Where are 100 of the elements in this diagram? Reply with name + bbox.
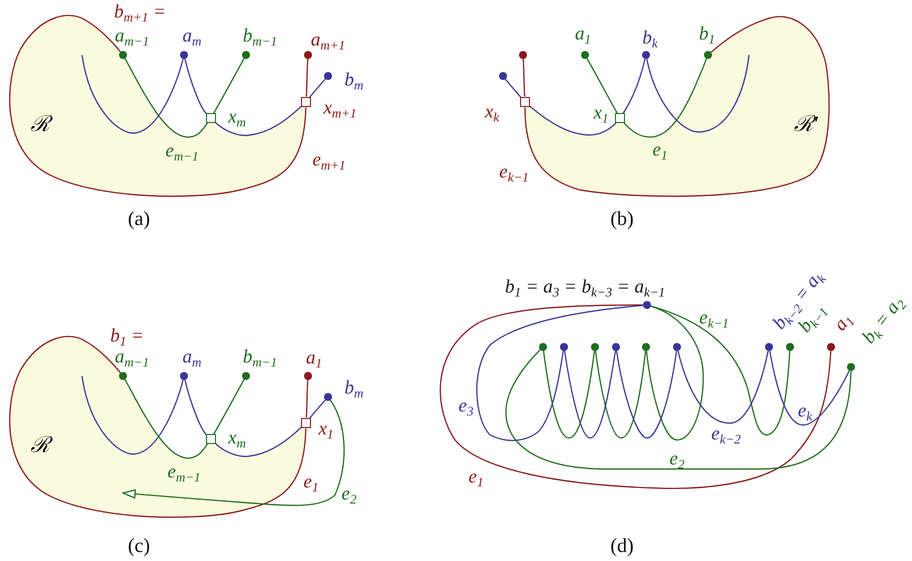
curve [81, 54, 184, 134]
curve [213, 379, 245, 435]
vertex-dot [242, 372, 250, 380]
vertex-dot [242, 51, 250, 59]
region-label: ℛ′ [794, 113, 818, 135]
vertex-dot [324, 393, 332, 401]
curve [124, 58, 208, 138]
vertex-dot [119, 372, 127, 380]
vertex-dot [519, 51, 527, 59]
curve [440, 304, 832, 489]
panel-label: (c) [128, 536, 150, 556]
edge-label: e$_{k−2}$ [711, 424, 741, 444]
curve [81, 376, 184, 455]
vertex-label: a$_{m}$ [182, 26, 202, 46]
vertex-dot [642, 51, 650, 59]
vertex-dot [612, 343, 620, 351]
vertex-dot [591, 343, 599, 351]
curve [522, 58, 526, 97]
edge-label: e$_{m−1}$ [165, 142, 199, 160]
vertex-dot [324, 72, 332, 80]
curve [542, 350, 596, 439]
crossing-square [301, 97, 311, 107]
curve [504, 78, 522, 98]
vertex-label: b$_{m}$ [344, 378, 364, 398]
vertex-dot [180, 51, 188, 59]
vertex-dot [499, 72, 507, 80]
vertex-dot [643, 301, 651, 309]
edge-label: e$_{m−1}$ [167, 462, 201, 482]
vertex-label: b$_{m+1}$ = [114, 2, 166, 22]
vertex-label: a$_{m−1}$ [114, 26, 150, 46]
vertex-label: x$_{m+1}$ [323, 98, 357, 118]
vertex-label: a$_{m+1}$ [310, 30, 346, 50]
edge-label: e$_{2}$ [670, 450, 684, 468]
curve [308, 400, 326, 420]
curve [214, 105, 302, 136]
vertex-dot [581, 51, 589, 59]
vertex-dot [642, 343, 650, 351]
curve [505, 349, 852, 470]
crossing-square [301, 418, 311, 428]
vertex-label: b$_{1}$ [699, 24, 715, 44]
vertex-label: x$_{1}$ [318, 420, 334, 438]
vertex-dot [765, 343, 773, 351]
vertex-label: a$_{1}$ [575, 24, 591, 44]
vertex-label: x$_{m}$ [228, 108, 246, 126]
vertex-dot [304, 372, 312, 380]
vertex-label: b$_{m−1}$ [242, 348, 278, 366]
vertex-label: b$_{m−1}$ [242, 26, 278, 46]
edge-label: e$_{2}$ [342, 484, 356, 504]
curve [124, 379, 208, 459]
curve [650, 306, 790, 436]
vertex-dot [304, 51, 312, 59]
curve [306, 58, 308, 97]
curve [616, 350, 678, 439]
vertex-dot [560, 343, 568, 351]
edge-label: e$_{k}$ [798, 402, 812, 420]
edge-label: e$_{1}$ [652, 140, 668, 160]
curve [623, 58, 708, 138]
vertex-dot [673, 343, 681, 351]
curve [184, 380, 208, 436]
curve [213, 58, 245, 114]
vertex-label: a$_{m−1}$ [114, 348, 150, 366]
vertex-dot [119, 51, 127, 59]
edge-label: e$_{k−1}$ [499, 162, 529, 182]
vertex-label: b$_{k}$ [642, 28, 658, 48]
vertex-dot [539, 343, 547, 351]
crossing-square [615, 113, 625, 123]
curve [646, 54, 750, 133]
curve [677, 350, 769, 424]
edge-label: e$_{m+1}$ [312, 150, 346, 170]
vertex-label: x$_{1}$ [594, 104, 608, 122]
vertex-dot [704, 51, 712, 59]
vertex-label: a$_{1}$ [306, 348, 322, 368]
curve [214, 426, 302, 457]
edge-label: e$_{1}$ [468, 468, 484, 486]
curve [528, 105, 617, 136]
vertex-label: b$_{m}$ [344, 70, 364, 90]
vertex-dot [786, 343, 794, 351]
curve [476, 304, 644, 441]
arrow [122, 400, 345, 506]
curve [646, 306, 704, 441]
vertex-label: x$_{m}$ [228, 428, 246, 448]
panel-label: (b) [610, 209, 634, 229]
curve [769, 350, 850, 426]
edge-label: e$_{3}$ [458, 396, 474, 416]
curve [622, 58, 646, 114]
vertex-label: b$_{1}$ = [110, 326, 144, 346]
curve [184, 58, 208, 115]
curve [306, 380, 308, 418]
crossing-square [520, 97, 530, 107]
crossing-square [206, 434, 216, 444]
curve [564, 350, 616, 439]
crossing-square [206, 113, 216, 123]
vertex-label: x$_{k}$ [484, 102, 500, 122]
edge-label: e$_{1}$ [304, 472, 318, 492]
panel-label: (d) [610, 536, 634, 556]
curve [594, 350, 646, 439]
vertex-label: b$_{1}$ = a$_{3}$ = b$_{k−3}$ = a$_{k−1}$ [504, 278, 666, 296]
vertex-dot [827, 343, 835, 351]
panel-label: (a) [128, 209, 150, 229]
vertex-dot [847, 363, 855, 371]
